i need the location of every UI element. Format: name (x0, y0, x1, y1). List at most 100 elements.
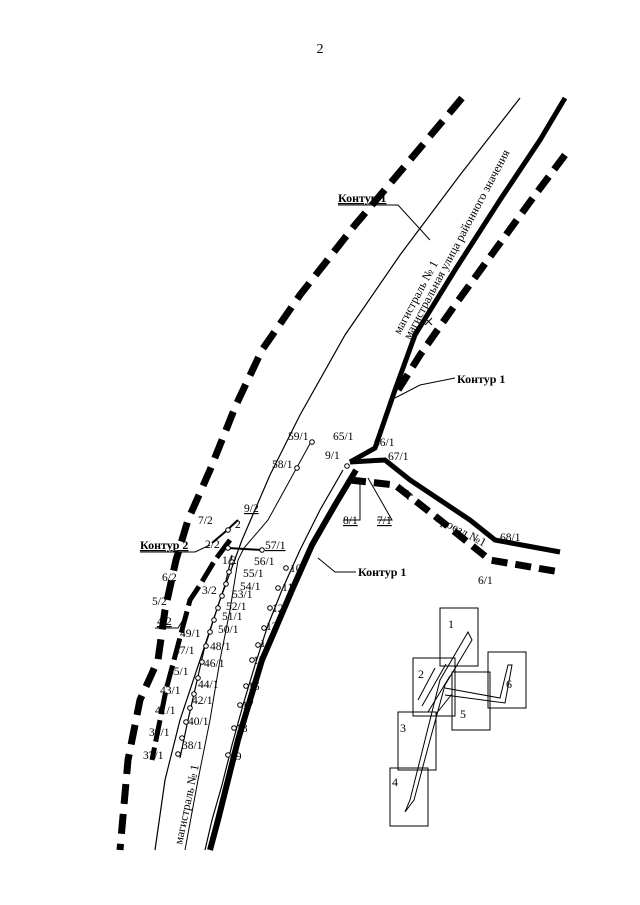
point-marker (229, 559, 235, 565)
leader-contour-2 (140, 544, 211, 553)
point-label: 43/1 (160, 685, 181, 697)
point-label: 18 (236, 723, 248, 735)
point-marker (249, 657, 255, 663)
sheet-index-label: 6 (506, 677, 512, 691)
road-cross-mark-1 (424, 317, 433, 326)
point-marker (255, 642, 261, 648)
point-label: 67/1 (388, 451, 409, 463)
point-marker (225, 527, 231, 533)
leader-4-2 (155, 611, 189, 629)
point-label: 46/1 (204, 658, 225, 670)
point-marker (211, 617, 217, 623)
page-number: 2 (316, 42, 324, 57)
point-marker (195, 675, 201, 681)
point-label: 57/1 (265, 540, 286, 552)
sheet-index-label: 3 (400, 721, 406, 735)
point-label: 15 (253, 655, 265, 667)
point-label: 65/1 (333, 431, 354, 443)
sheet-index-branch-path (444, 664, 513, 704)
point-marker (225, 752, 231, 758)
point-label: 11 (282, 582, 293, 594)
point-marker (294, 465, 300, 471)
point-label: 13 (266, 621, 278, 633)
sheet-index-frame-5 (451, 671, 491, 731)
point-label: 2/2 (205, 539, 220, 551)
leader-8-1 (343, 480, 361, 521)
point-label: 50/1 (218, 624, 239, 636)
point-marker (219, 593, 225, 599)
contour-2-label: Контур 2 (140, 538, 188, 552)
point-label: 45/1 (168, 666, 189, 678)
contour-1-right-boundary (392, 152, 568, 397)
contour-2-connector (227, 547, 263, 551)
point-label: 10 (290, 563, 302, 575)
point-label: 5/2 (152, 596, 167, 608)
contour-2-left-heavy (149, 538, 232, 761)
point-label: 7/1 (377, 515, 392, 527)
point-marker (275, 585, 281, 591)
point-label: 54/1 (240, 581, 261, 593)
point-label: 9/1 (325, 450, 340, 462)
contour-1-left-boundary (116, 95, 465, 851)
point-marker (226, 569, 232, 575)
contour-1-right-label: Контур 1 (457, 372, 505, 386)
point-label: 16 (248, 681, 260, 693)
point-marker (267, 605, 273, 611)
sheet-index-label: 4 (392, 775, 398, 789)
magistral-centerline (184, 439, 313, 851)
point-label: 49/1 (180, 628, 201, 640)
contour-2-corner (211, 519, 239, 544)
point-label: 37/1 (143, 750, 164, 762)
leader-7-1 (367, 477, 393, 521)
sheet-index-frame-1 (439, 607, 479, 667)
point-label: 14 (260, 638, 272, 650)
point-label: 42/1 (192, 695, 213, 707)
point-label: 53/1 (232, 589, 253, 601)
point-label: 51/1 (222, 611, 243, 623)
point-label: 39/1 (149, 727, 170, 739)
sheet-index-frame-4 (389, 767, 429, 827)
point-label: 6/1 (478, 575, 493, 587)
point-marker (225, 545, 231, 551)
point-marker (203, 643, 209, 649)
leader-contour-1-top (338, 204, 431, 241)
district-street-boundary (348, 96, 568, 465)
point-label: 17 (242, 700, 254, 712)
magistral-1-bottom-label: магистраль № 1 (171, 763, 202, 845)
point-label: 12 (272, 603, 284, 615)
point-label: 2 (235, 519, 241, 531)
contour-1-lower-label: Контур 1 (358, 565, 406, 579)
contour-1-top-label: Контур 1 (338, 191, 386, 205)
point-label: 52/1 (226, 601, 247, 613)
point-label: 4/2 (157, 616, 172, 628)
lower-right-boundary (207, 468, 359, 851)
point-marker (283, 565, 289, 571)
point-marker (183, 719, 189, 725)
point-marker (243, 683, 249, 689)
point-marker (187, 705, 193, 711)
sheet-index-road-path (404, 630, 473, 813)
point-label: 6/2 (162, 572, 177, 584)
point-marker (344, 463, 350, 469)
point-label: 7/2 (198, 515, 213, 527)
sheet-index-frame-6 (487, 651, 527, 709)
leader-contour-1-lower (317, 557, 356, 573)
contour-1-main-outline (349, 457, 561, 555)
point-label: 19 (230, 751, 242, 763)
magistral-left-edge (154, 97, 521, 851)
sheet-index-label: 1 (448, 617, 454, 631)
point-label: 68/1 (500, 532, 521, 544)
sheet-index-hatch (417, 663, 453, 715)
sheet-index-frame-2 (412, 657, 456, 717)
point-marker (191, 691, 197, 697)
point-label: 1/2 (222, 555, 237, 567)
point-marker (215, 605, 221, 611)
point-marker (179, 735, 185, 741)
point-marker (199, 659, 205, 665)
point-label: 41/1 (155, 705, 176, 717)
point-label: 56/1 (254, 556, 275, 568)
point-label: 59/1 (288, 431, 309, 443)
point-label: 44/1 (198, 679, 219, 691)
point-marker (231, 725, 237, 731)
